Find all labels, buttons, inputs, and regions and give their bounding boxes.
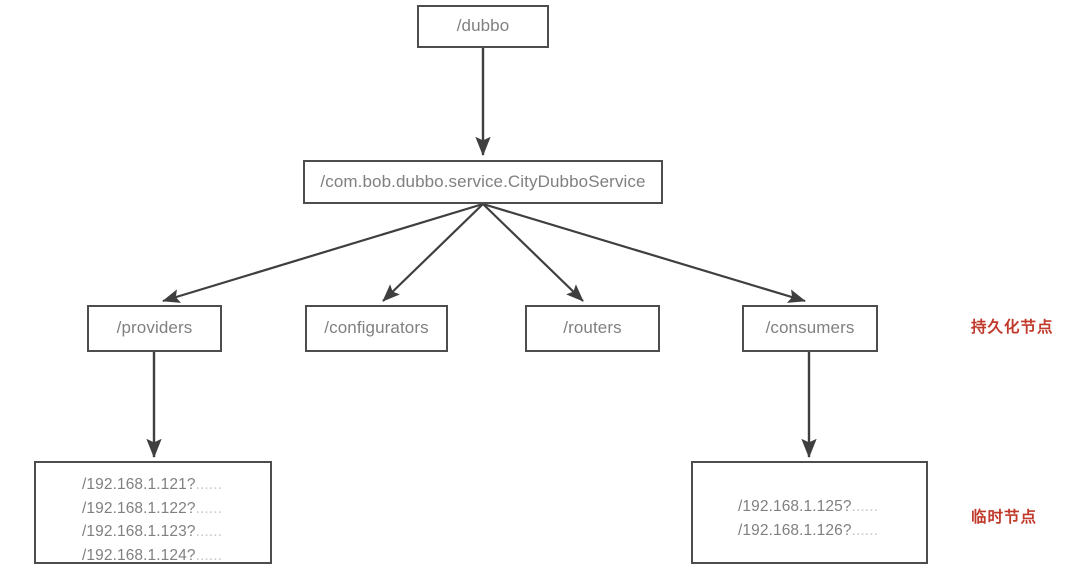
instance-ellipsis: ......	[195, 499, 223, 517]
node-routers-label: /routers	[563, 318, 622, 338]
edge-service-to-configurators	[382, 203, 484, 302]
instance-address: /192.168.1.125?	[738, 498, 852, 515]
instance-ellipsis: ......	[195, 523, 223, 541]
instance-row: /192.168.1.126?......	[738, 519, 926, 543]
instance-row: /192.168.1.124?......	[82, 544, 270, 568]
instance-row: /192.168.1.123?......	[82, 520, 270, 544]
instance-address: /192.168.1.121?	[82, 476, 196, 493]
instance-address: /192.168.1.123?	[82, 523, 196, 541]
node-provider-instance-list[interactable]: /192.168.1.121?....../192.168.1.122?....…	[34, 461, 272, 564]
instance-ellipsis: ......	[195, 476, 223, 493]
annotation-ephemeral-node: 临时节点	[971, 509, 1038, 526]
node-consumers-label: /consumers	[765, 318, 855, 338]
node-consumer-instance-list[interactable]: /192.168.1.125?....../192.168.1.126?....…	[691, 461, 928, 564]
node-dubbo[interactable]: /dubbo	[417, 5, 549, 48]
instance-row: /192.168.1.125?......	[738, 495, 926, 519]
provider-instance-rows: /192.168.1.121?....../192.168.1.122?....…	[36, 473, 270, 567]
edge-service-to-providers	[162, 202, 484, 303]
annotation-persistent-node: 持久化节点	[971, 319, 1054, 336]
node-city-dubbo-service[interactable]: /com.bob.dubbo.service.CityDubboService	[303, 160, 663, 204]
edge-service-to-consumers	[482, 202, 806, 303]
node-providers[interactable]: /providers	[87, 305, 222, 352]
node-providers-label: /providers	[116, 318, 193, 338]
instance-row: /192.168.1.121?......	[82, 473, 270, 497]
node-dubbo-label: /dubbo	[456, 16, 510, 36]
instance-row: /192.168.1.122?......	[82, 497, 270, 521]
instance-ellipsis: ......	[195, 546, 223, 564]
instance-address: /192.168.1.122?	[82, 499, 196, 517]
node-routers[interactable]: /routers	[525, 305, 660, 352]
instance-ellipsis: ......	[851, 498, 879, 515]
instance-address: /192.168.1.124?	[82, 546, 196, 564]
node-configurators[interactable]: /configurators	[305, 305, 448, 352]
consumer-instance-rows: /192.168.1.125?....../192.168.1.126?....…	[693, 473, 926, 542]
instance-ellipsis: ......	[851, 521, 879, 539]
node-configurators-label: /configurators	[324, 318, 429, 338]
instance-address: /192.168.1.126?	[738, 521, 852, 539]
node-city-dubbo-service-label: /com.bob.dubbo.service.CityDubboService	[320, 171, 646, 191]
node-consumers[interactable]: /consumers	[742, 305, 878, 352]
edge-service-to-routers	[482, 203, 584, 302]
